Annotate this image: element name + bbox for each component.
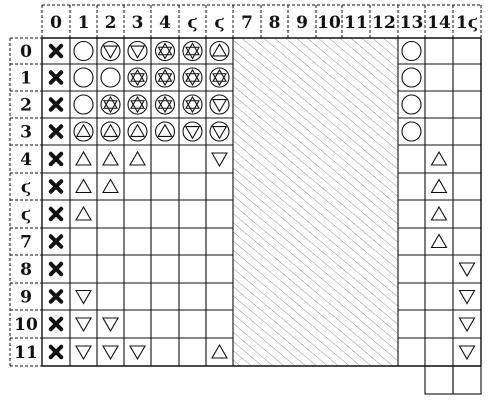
triangle-down-icon (458, 262, 476, 278)
column-label: 9 (296, 13, 308, 33)
row-label: 10 (14, 315, 38, 335)
cross-icon (48, 316, 64, 332)
circle-icon (100, 67, 121, 88)
column-label: 7 (241, 13, 253, 33)
triangle-down-icon (458, 345, 476, 361)
circle-icon (73, 94, 94, 115)
cross-icon (48, 261, 64, 277)
triangle-up-icon (75, 205, 92, 221)
column-label: ϛ (187, 13, 197, 33)
cross-icon (48, 289, 64, 304)
triangle-down-icon (75, 317, 92, 333)
triangle-up-icon (430, 150, 448, 166)
circled-triangle-up-icon (73, 121, 94, 142)
column-label: ϛ (214, 13, 224, 33)
cross-icon (48, 124, 64, 139)
row-label: 11 (14, 343, 38, 363)
circle-icon (401, 121, 422, 142)
circled-triangle-down-icon (209, 121, 230, 142)
row-label: ϛ (21, 205, 31, 225)
triangle-down-icon (102, 317, 119, 333)
row-label: 2 (20, 96, 32, 116)
star-of-david-icon (127, 94, 148, 115)
column-label: 12 (372, 13, 396, 33)
cross-icon (48, 206, 64, 222)
cross-icon (48, 151, 64, 167)
triangle-down-icon (75, 289, 92, 305)
triangle-up-icon (75, 178, 92, 194)
star-of-david-icon (209, 67, 230, 88)
column-label: 14 (427, 13, 451, 33)
row-label: 3 (20, 123, 32, 143)
triangle-down-icon (458, 317, 476, 333)
extra-cell (424, 365, 454, 395)
triangle-up-icon (102, 178, 119, 194)
circled-triangle-up-icon (209, 40, 230, 62)
star-of-david-icon (182, 40, 203, 62)
cross-icon (48, 97, 64, 112)
column-label: 10 (317, 13, 341, 33)
column-label: 2 (105, 13, 117, 33)
column-label: 1ϛ (456, 13, 478, 33)
triangle-down-icon (75, 345, 92, 361)
star-of-david-icon (182, 67, 203, 88)
cross-icon (48, 179, 64, 194)
star-of-david-icon (154, 67, 176, 88)
cross-icon (48, 70, 64, 85)
triangle-up-icon (430, 178, 448, 194)
circle-icon (73, 40, 94, 62)
triangle-up-icon (75, 150, 92, 166)
cross-icon (48, 234, 64, 249)
circle-icon (401, 67, 422, 88)
triangle-up-icon (102, 150, 119, 166)
circled-triangle-up-icon (154, 121, 176, 142)
row-label: 1 (20, 69, 32, 89)
cross-icon (48, 344, 64, 360)
star-of-david-icon (100, 94, 121, 115)
triangle-up-icon (129, 150, 146, 166)
triangle-up-icon (211, 343, 228, 359)
circled-triangle-up-icon (100, 121, 121, 142)
column-label: 4 (159, 13, 171, 33)
column-label: 0 (50, 13, 62, 33)
column-label: 11 (344, 13, 368, 33)
triangle-down-icon (211, 152, 228, 168)
star-of-david-icon (154, 40, 176, 62)
star-of-david-icon (154, 94, 176, 115)
circle-icon (401, 40, 422, 62)
row-label: ϛ (21, 178, 31, 198)
circle-icon (401, 94, 422, 115)
triangle-down-icon (102, 345, 119, 361)
circled-triangle-down-icon (100, 40, 121, 62)
triangle-up-icon (430, 205, 448, 221)
triangle-down-icon (458, 289, 476, 305)
column-label: 1 (78, 13, 90, 33)
row-label: 9 (20, 288, 32, 308)
circle-icon (73, 67, 94, 88)
circled-triangle-down-icon (209, 94, 230, 115)
star-of-david-icon (127, 67, 148, 88)
row-label: 7 (20, 233, 32, 253)
hatched-region (233, 38, 398, 366)
circled-triangle-down-icon (127, 40, 148, 62)
star-of-david-icon (182, 94, 203, 115)
row-label: 0 (20, 42, 32, 62)
triangle-up-icon (430, 233, 448, 249)
extra-cell (452, 365, 482, 395)
circled-triangle-up-icon (127, 121, 148, 142)
column-label: 13 (400, 13, 424, 33)
triangle-down-icon (129, 345, 146, 361)
column-label: 3 (132, 13, 144, 33)
circled-triangle-down-icon (182, 121, 203, 142)
column-label: 8 (269, 13, 281, 33)
row-label: 8 (20, 260, 32, 280)
row-label: 4 (20, 150, 32, 170)
cross-icon (48, 43, 64, 59)
